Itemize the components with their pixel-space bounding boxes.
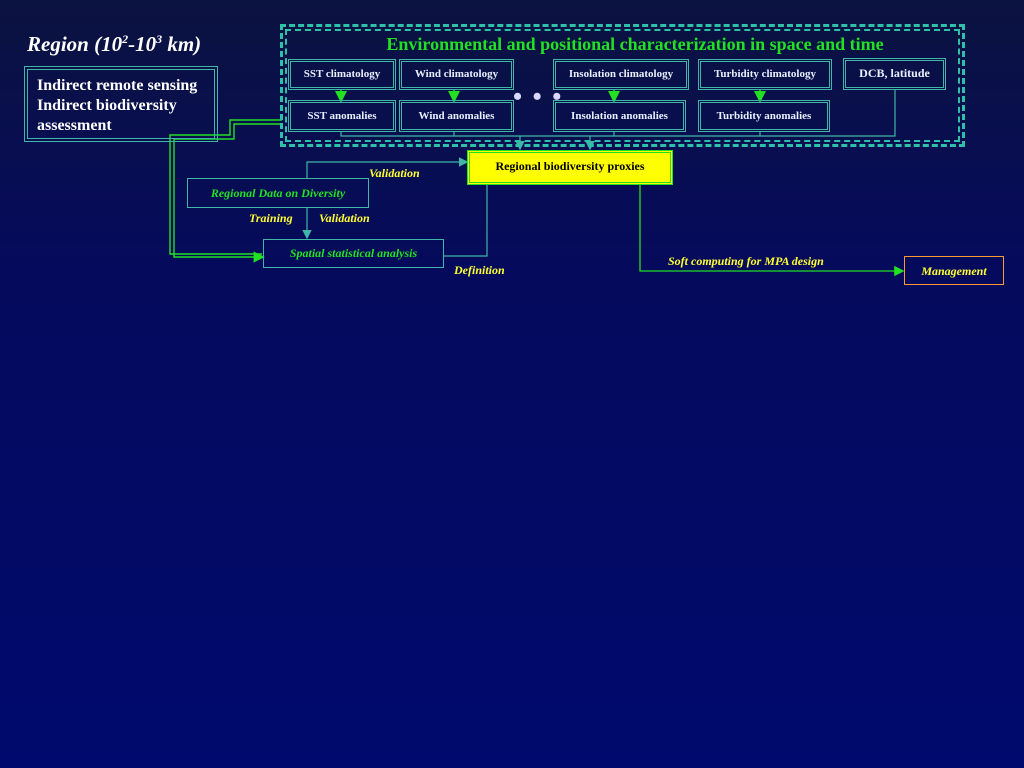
- turbidity-anomalies-box: Turbidity anomalies: [698, 100, 830, 132]
- sst-climatology-box: SST climatology: [288, 59, 396, 90]
- validation-mid-label: Validation: [319, 211, 370, 225]
- training-label: Training: [249, 211, 293, 225]
- environment-title: Environmental and positional characteriz…: [386, 34, 884, 54]
- definition-label: Definition: [454, 263, 505, 277]
- environment-frame: [280, 24, 965, 147]
- turbidity-climatology-box: Turbidity climatology: [698, 59, 832, 90]
- regional-biodiversity-proxies-box: Regional biodiversity proxies: [467, 150, 673, 185]
- dcb-latitude-box: DCB, latitude: [843, 58, 946, 90]
- wind-climatology-box: Wind climatology: [399, 59, 514, 90]
- indirect-remote-sensing-box: Indirect remote sensing Indirect biodive…: [24, 66, 218, 142]
- insolation-climatology-box: Insolation climatology: [553, 59, 689, 90]
- indirect-line-1: Indirect remote sensing: [37, 77, 198, 94]
- spatial-statistical-analysis-box: Spatial statistical analysis: [263, 239, 444, 268]
- insolation-anomalies-box: Insolation anomalies: [553, 100, 686, 132]
- region-title: Region (102-103 km): [27, 32, 202, 56]
- environment-frame-inner: [285, 29, 960, 142]
- soft-computing-label: Soft computing for MPA design: [668, 254, 824, 268]
- indirect-line-3: assessment: [37, 117, 112, 134]
- wind-anomalies-box: Wind anomalies: [399, 100, 514, 132]
- regional-data-on-diversity-box: Regional Data on Diversity: [187, 178, 369, 208]
- management-box: Management: [904, 256, 1004, 285]
- indirect-line-2: Indirect biodiversity: [37, 97, 177, 114]
- sst-anomalies-box: SST anomalies: [288, 100, 396, 132]
- validation-top-label: Validation: [369, 166, 420, 180]
